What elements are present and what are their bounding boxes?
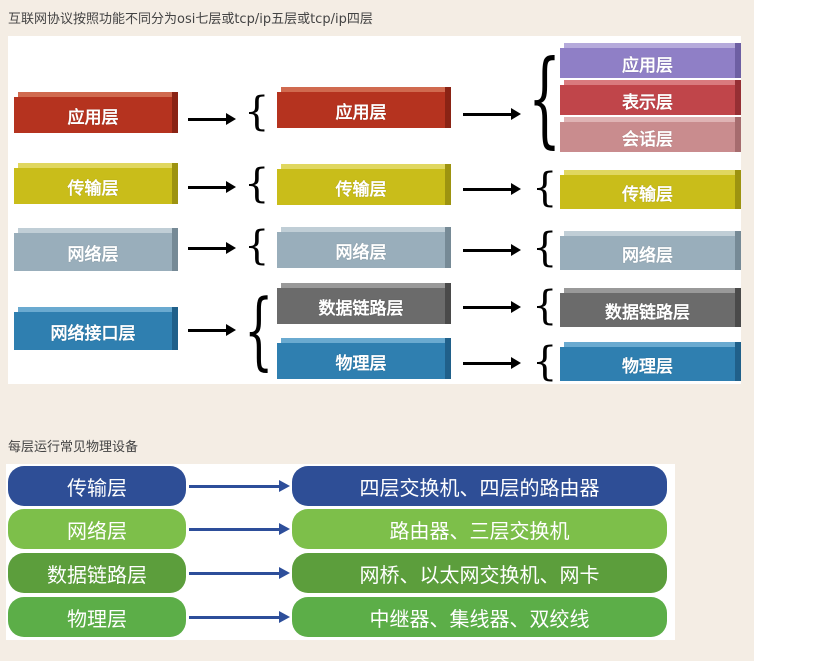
arrow-right-icon: [188, 242, 236, 254]
brace-icon: {: [244, 89, 270, 135]
brace-icon: {: [532, 339, 558, 385]
four-layer-application: 应用层: [14, 92, 178, 133]
brace-icon: {: [244, 223, 270, 269]
arrow-right-icon: [463, 357, 521, 369]
seven-layer-transport: 传输层: [560, 170, 741, 209]
brace-icon: {: [244, 161, 270, 207]
brace-icon: {: [528, 37, 562, 159]
arrow-right-icon: [463, 108, 521, 120]
seven-layer-session: 会话层: [560, 117, 741, 152]
brace-icon: {: [532, 283, 558, 329]
device-row-devices-transport: 四层交换机、四层的路由器: [292, 466, 667, 506]
arrow-right-icon: [189, 480, 290, 492]
four-layer-network-interface: 网络接口层: [14, 307, 178, 350]
layer-devices-diagram: 传输层 四层交换机、四层的路由器 网络层 路由器、三层交换机 数据链路层 网桥、…: [6, 464, 675, 640]
seven-layer-data-link: 数据链路层: [560, 288, 741, 327]
arrow-right-icon: [189, 611, 290, 623]
arrow-right-icon: [463, 244, 521, 256]
device-row-layer-data-link: 数据链路层: [8, 553, 186, 593]
arrow-right-icon: [188, 181, 236, 193]
caption-protocol-layers: 互联网协议按照功能不同分为osi七层或tcp/ip五层或tcp/ip四层: [8, 12, 373, 27]
device-row-devices-network: 路由器、三层交换机: [292, 509, 667, 549]
four-layer-network: 网络层: [14, 228, 178, 271]
brace-icon: {: [532, 165, 558, 211]
device-row-devices-data-link: 网桥、以太网交换机、网卡: [292, 553, 667, 593]
five-layer-network: 网络层: [277, 227, 451, 268]
layer-model-diagram: 应用层 传输层 网络层 网络接口层 { { { { 应用层 传输层 网络层 数据…: [8, 36, 741, 384]
arrow-right-icon: [188, 113, 236, 125]
caption-layer-devices: 每层运行常见物理设备: [8, 440, 139, 455]
seven-layer-application: 应用层: [560, 43, 741, 78]
seven-layer-network: 网络层: [560, 231, 741, 270]
five-layer-physical: 物理层: [277, 338, 451, 379]
device-row-layer-physical: 物理层: [8, 597, 186, 637]
arrow-right-icon: [463, 183, 521, 195]
seven-layer-physical: 物理层: [560, 342, 741, 381]
device-row-layer-transport: 传输层: [8, 466, 186, 506]
device-row-layer-network: 网络层: [8, 509, 186, 549]
seven-layer-presentation: 表示层: [560, 80, 741, 115]
five-layer-transport: 传输层: [277, 164, 451, 205]
brace-icon: {: [532, 225, 558, 271]
arrow-right-icon: [188, 324, 236, 336]
arrow-right-icon: [189, 523, 290, 535]
five-layer-application: 应用层: [277, 87, 451, 128]
arrow-right-icon: [189, 567, 290, 579]
five-layer-data-link: 数据链路层: [277, 283, 451, 324]
brace-icon: {: [244, 281, 274, 379]
arrow-right-icon: [463, 301, 521, 313]
device-row-devices-physical: 中继器、集线器、双绞线: [292, 597, 667, 637]
four-layer-transport: 传输层: [14, 163, 178, 204]
